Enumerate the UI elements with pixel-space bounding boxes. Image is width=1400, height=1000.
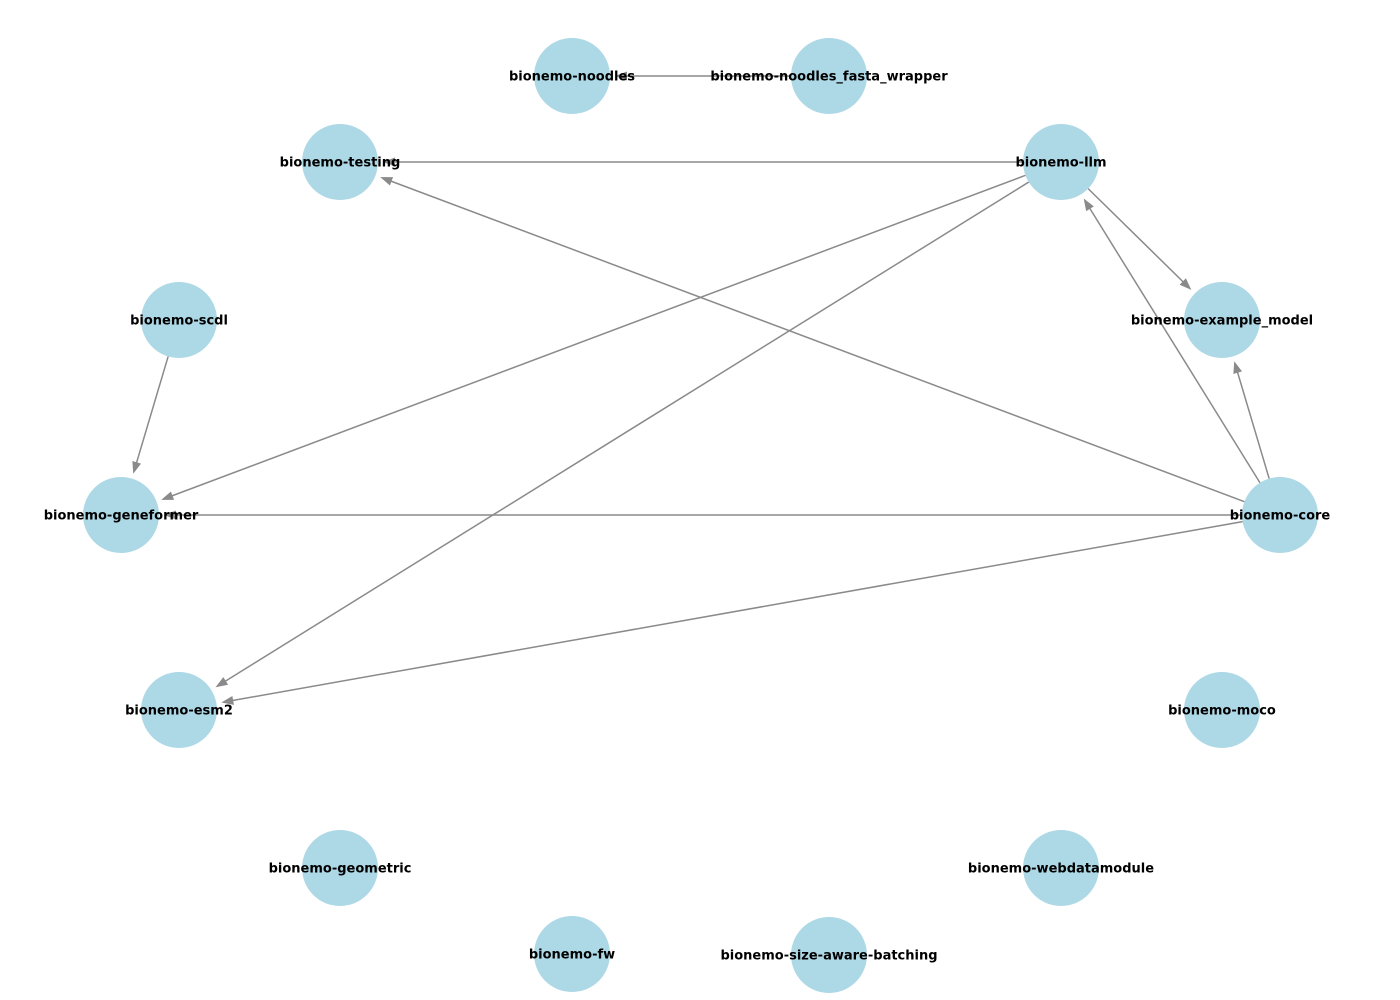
edge-arrowhead-core-to-geneformer [164, 510, 176, 520]
node-label-core: bionemo-core [1230, 509, 1331, 524]
node-label-scdl: bionemo-scdl [130, 314, 228, 329]
node-fw [534, 916, 610, 992]
node-size_aware_batching [791, 917, 867, 993]
node-label-esm2: bionemo-esm2 [125, 704, 233, 719]
edge-arrowhead-scdl-to-geneformer [132, 460, 141, 474]
edge-scdl-to-geneformer [135, 356, 169, 465]
edge-llm-to-geneformer [170, 174, 1026, 498]
node-scdl [141, 282, 217, 358]
edge-arrowhead-llm-to-example_model [1179, 278, 1192, 290]
node-geneformer [83, 477, 159, 553]
edge-arrowhead-noodles_fasta_wrapper-to-noodles [615, 71, 627, 81]
edge-core-to-esm2 [231, 520, 1243, 702]
node-geometric [302, 830, 378, 906]
node-label-noodles_fasta_wrapper: bionemo-noodles_fasta_wrapper [710, 70, 948, 85]
edge-core-to-llm [1088, 206, 1261, 484]
edge-llm-to-example_model [1087, 188, 1185, 284]
edge-arrowhead-core-to-llm [1083, 198, 1094, 212]
node-webdatamodule [1023, 830, 1099, 906]
edge-llm-to-esm2 [223, 181, 1030, 683]
node-noodles [534, 38, 610, 114]
node-label-noodles: bionemo-noodles [509, 70, 635, 85]
nodes-layer [83, 38, 1318, 993]
node-esm2 [141, 672, 217, 748]
node-core [1242, 477, 1318, 553]
node-label-testing: bionemo-testing [280, 156, 401, 171]
edge-arrowhead-core-to-testing [380, 177, 394, 186]
edge-arrowhead-core-to-esm2 [221, 695, 234, 705]
node-label-fw: bionemo-fw [529, 948, 615, 963]
node-label-llm: bionemo-llm [1015, 156, 1106, 171]
node-testing [302, 124, 378, 200]
node-label-example_model: bionemo-example_model [1131, 314, 1313, 329]
node-label-webdatamodule: bionemo-webdatamodule [968, 862, 1154, 877]
labels-layer: bionemo-noodles bionemo-noodles_fasta_wra… [44, 70, 1331, 964]
node-label-geometric: bionemo-geometric [269, 862, 412, 877]
node-llm [1023, 124, 1099, 200]
edge-core-to-testing [389, 179, 1245, 503]
edges-layer [132, 71, 1270, 705]
node-label-size_aware_batching: bionemo-size-aware-batching [720, 949, 937, 964]
edge-core-to-example_model [1236, 370, 1270, 479]
edge-arrowhead-llm-to-testing [383, 157, 395, 167]
node-label-moco: bionemo-moco [1168, 704, 1276, 719]
node-label-geneformer: bionemo-geneformer [44, 509, 199, 524]
edge-arrowhead-llm-to-esm2 [215, 677, 229, 688]
edge-arrowhead-llm-to-geneformer [161, 491, 175, 500]
node-example_model [1184, 282, 1260, 358]
node-moco [1184, 672, 1260, 748]
node-noodles_fasta_wrapper [791, 38, 867, 114]
edge-arrowhead-core-to-example_model [1233, 361, 1242, 375]
